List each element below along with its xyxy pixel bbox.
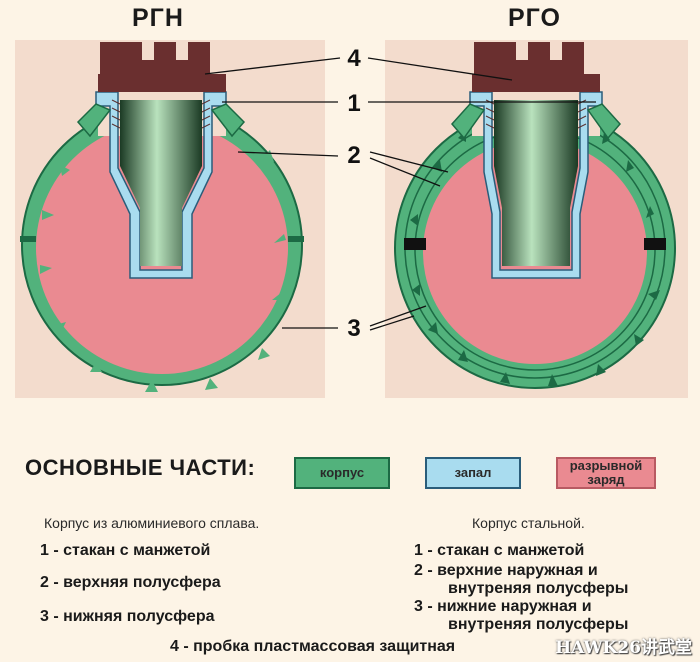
bottom-item-4: 4 - пробка пластмассовая защитная bbox=[170, 638, 456, 655]
right-caption: Корпус стальной. bbox=[472, 515, 585, 531]
rgo-collar-left bbox=[451, 103, 486, 140]
left-item-1: 1 - стакан с манжетой bbox=[40, 542, 211, 559]
right-item-3b: внутреняя полусферы bbox=[448, 616, 629, 633]
title-rgo: РГО bbox=[508, 4, 561, 32]
left-item-3: 3 - нижняя полусфера bbox=[40, 608, 215, 625]
rgn-collar-right bbox=[210, 103, 246, 138]
right-item-2: 2 - верхние наружная и bbox=[414, 562, 598, 579]
right-item-1: 1 - стакан с манжетой bbox=[414, 542, 585, 559]
grenade-rgo bbox=[394, 42, 676, 389]
legend-swatch-body: корпус bbox=[294, 457, 390, 489]
legend-swatch-fuse: запал bbox=[425, 457, 521, 489]
rgo-clip-right bbox=[644, 238, 666, 250]
right-item-3: 3 - нижние наружная и bbox=[414, 598, 592, 615]
rgo-collar-right bbox=[586, 103, 621, 140]
leader-lines bbox=[204, 57, 596, 331]
legend-label-charge: разрывной заряд bbox=[569, 458, 643, 487]
legend-label-body: корпус bbox=[319, 465, 365, 480]
legend-heading: ОСНОВНЫЕ ЧАСТИ: bbox=[25, 455, 256, 480]
rgn-seam-left bbox=[20, 236, 36, 242]
left-caption: Корпус из алюминиевого сплава. bbox=[44, 515, 260, 531]
legend-swatch-charge: разрывной заряд bbox=[556, 457, 656, 489]
grenade-rgn bbox=[20, 42, 304, 392]
rgn-collar-left bbox=[76, 103, 112, 138]
callout-2: 2 bbox=[347, 142, 360, 169]
rgn-fuse-core bbox=[120, 100, 202, 266]
rgn-seam-right bbox=[288, 236, 304, 242]
rgo-clip-left bbox=[404, 238, 426, 250]
rgo-plug bbox=[472, 42, 600, 92]
callout-4: 4 bbox=[347, 45, 361, 72]
legend-label-fuse: запал bbox=[454, 465, 492, 480]
right-item-2b: внутреняя полусферы bbox=[448, 580, 629, 597]
watermark-logo: HAWK26讲武堂 bbox=[555, 638, 692, 658]
rgo-fuse-core bbox=[494, 100, 578, 266]
callout-3: 3 bbox=[347, 315, 360, 342]
title-rgn: РГН bbox=[132, 4, 184, 32]
left-item-2: 2 - верхняя полусфера bbox=[40, 574, 221, 591]
callout-1: 1 bbox=[347, 90, 360, 117]
rgn-plug bbox=[98, 42, 226, 92]
